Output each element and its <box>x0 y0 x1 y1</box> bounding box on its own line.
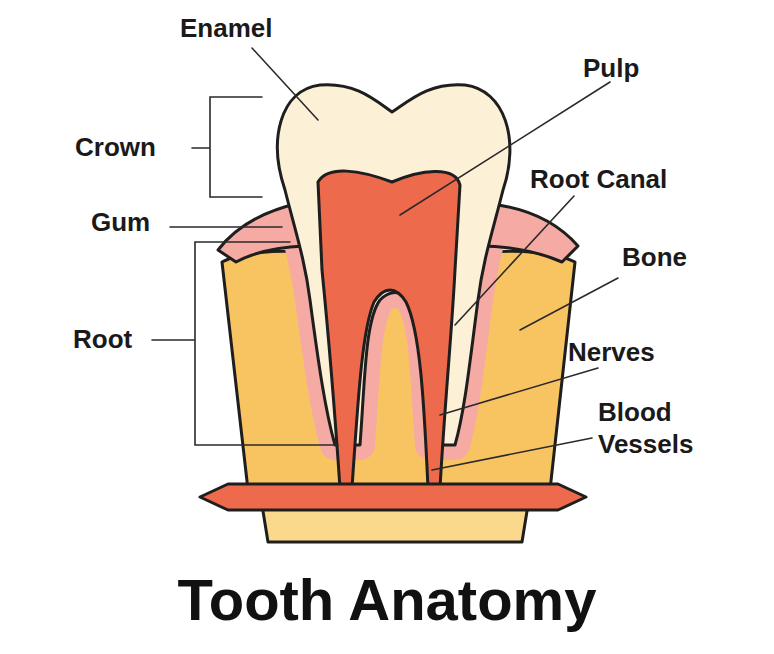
part-label: Nerves <box>568 336 655 368</box>
part-label: Root <box>73 323 132 355</box>
leader-line <box>432 438 592 470</box>
part-label: Enamel <box>180 12 273 44</box>
leader-line <box>440 368 598 415</box>
part-label: Blood Vessels <box>598 396 738 460</box>
root-bracket <box>152 242 338 445</box>
leader-line <box>252 48 318 120</box>
leader-line <box>520 278 618 330</box>
part-label: Bone <box>622 241 687 273</box>
diagram-title: Tooth Anatomy <box>0 565 774 635</box>
part-label: Root Canal <box>530 163 667 195</box>
part-label: Gum <box>91 206 150 238</box>
crown-bracket <box>192 97 262 197</box>
part-label: Pulp <box>583 52 639 84</box>
pulp <box>318 171 460 488</box>
part-label: Crown <box>75 131 156 163</box>
blood-vessel-bar <box>200 484 586 510</box>
leader-line <box>170 226 282 228</box>
leader-line <box>455 196 574 325</box>
leader-line <box>400 82 610 215</box>
